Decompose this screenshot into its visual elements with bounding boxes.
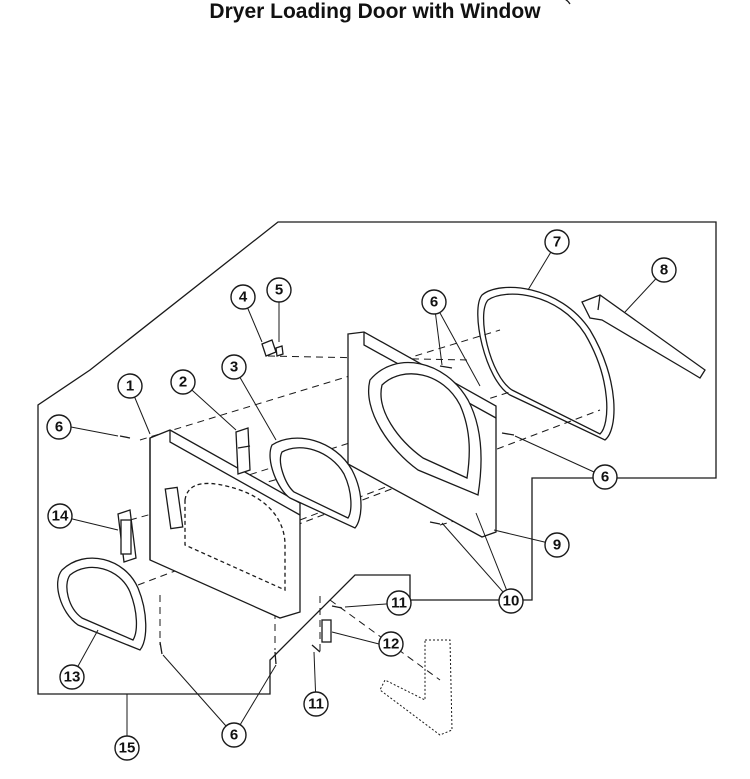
- page-title: Dryer Loading Door with Window: [209, 0, 541, 23]
- screws: [119, 365, 515, 665]
- callout-12: 12: [383, 636, 400, 653]
- callout-circles: [46, 229, 677, 761]
- door-handle: [581, 294, 706, 379]
- cabinet-phantom: [379, 639, 453, 736]
- callout-8: 8: [660, 262, 668, 279]
- callout-6-left: 6: [55, 419, 63, 436]
- outer-door-panel: [149, 429, 301, 619]
- callout-5: 5: [275, 282, 283, 299]
- door-window-glass: [269, 437, 362, 529]
- callout-3: 3: [230, 359, 238, 376]
- door-gasket: [477, 286, 615, 441]
- callout-11-bottom: 11: [308, 696, 324, 713]
- callout-13: 13: [64, 669, 81, 686]
- callout-14: 14: [52, 508, 69, 525]
- door-strike: [321, 619, 332, 643]
- callout-6-bottom: 6: [230, 727, 238, 744]
- callout-11-top: 11: [391, 595, 407, 612]
- callout-10: 10: [503, 593, 520, 610]
- inner-door-panel: [347, 331, 497, 538]
- callout-1: 1: [126, 378, 134, 395]
- window-trim: [57, 557, 147, 651]
- callout-2: 2: [179, 374, 187, 391]
- handle-insert: [117, 509, 137, 563]
- latch-bracket: [235, 427, 251, 475]
- callout-6-right: 6: [601, 469, 609, 486]
- callout-4: 4: [239, 289, 248, 306]
- callout-6-top: 6: [430, 294, 438, 311]
- callout-7: 7: [553, 234, 561, 251]
- hinge-clip: [261, 339, 284, 357]
- title-circle-fragment: [565, 0, 571, 5]
- assembly-boundary: [37, 221, 717, 695]
- callout-15: 15: [119, 740, 136, 757]
- callout-9: 9: [553, 537, 561, 554]
